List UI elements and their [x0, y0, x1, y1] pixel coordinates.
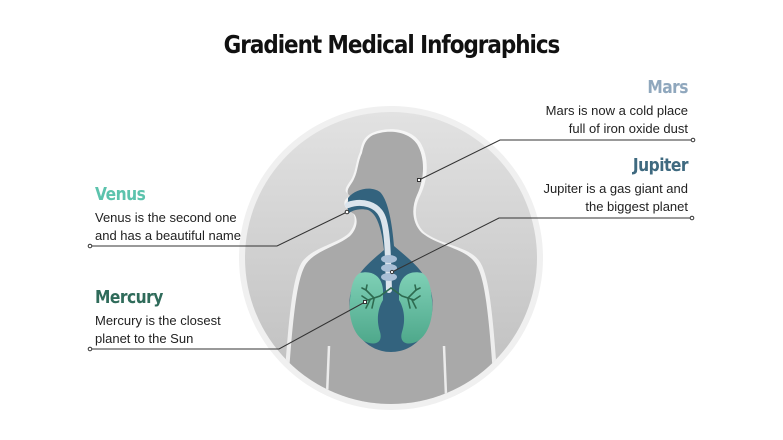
trachea-ring	[381, 264, 397, 272]
mars-heading: Mars	[647, 77, 688, 98]
dot-jupiter-end	[689, 215, 695, 221]
dot-venus-end	[87, 243, 93, 249]
jupiter-desc-line2: the biggest planet	[585, 199, 688, 214]
info-block-venus: Venus Venus is the second one and has a …	[95, 184, 295, 245]
bronchi	[361, 284, 421, 309]
jupiter-heading: Jupiter	[632, 155, 689, 176]
leader-dots	[87, 137, 696, 352]
leader-line-mars	[418, 139, 693, 181]
arm-line-left	[324, 345, 331, 404]
dot-venus-target	[344, 209, 350, 215]
trachea-ring	[381, 273, 397, 281]
leader-line-venus	[90, 211, 348, 247]
mercury-desc-line1: Mercury is the closest	[95, 313, 221, 328]
mercury-desc-line2: planet to the Sun	[95, 331, 194, 346]
jupiter-description: Jupiter is a gas giant and the biggest p…	[488, 180, 688, 216]
dot-jupiter-target	[389, 269, 395, 275]
mercury-heading: Mercury	[95, 287, 163, 308]
dot-mars-target	[417, 178, 421, 182]
jupiter-desc-line1: Jupiter is a gas giant and	[543, 181, 688, 196]
arm-line-right	[442, 345, 449, 404]
info-block-mars: Mars Mars is now a cold place full of ir…	[488, 77, 689, 138]
venus-desc-line2: and has a beautiful name	[95, 228, 241, 243]
mars-description: Mars is now a cold place full of iron ox…	[488, 102, 688, 138]
mars-desc-line1: Mars is now a cold place	[545, 103, 688, 118]
venus-desc-line1: Venus is the second one	[95, 210, 237, 225]
leader-lines	[90, 139, 693, 350]
dot-mercury-target	[363, 300, 367, 304]
info-block-mercury: Mercury Mercury is the closest planet to…	[95, 287, 295, 348]
mars-desc-line2: full of iron oxide dust	[568, 121, 688, 136]
page-title: Gradient Medical Infographics	[223, 30, 561, 59]
info-block-jupiter: Jupiter Jupiter is a gas giant and the b…	[488, 155, 688, 216]
venus-heading: Venus	[95, 184, 146, 205]
mercury-description: Mercury is the closest planet to the Sun	[95, 312, 295, 348]
venus-description: Venus is the second one and has a beauti…	[95, 209, 295, 245]
trachea-ring	[381, 255, 397, 263]
dot-mars-end	[690, 137, 696, 143]
dot-mercury-end	[87, 346, 93, 352]
leader-line-jupiter	[391, 217, 692, 273]
leader-line-mercury	[90, 301, 366, 350]
